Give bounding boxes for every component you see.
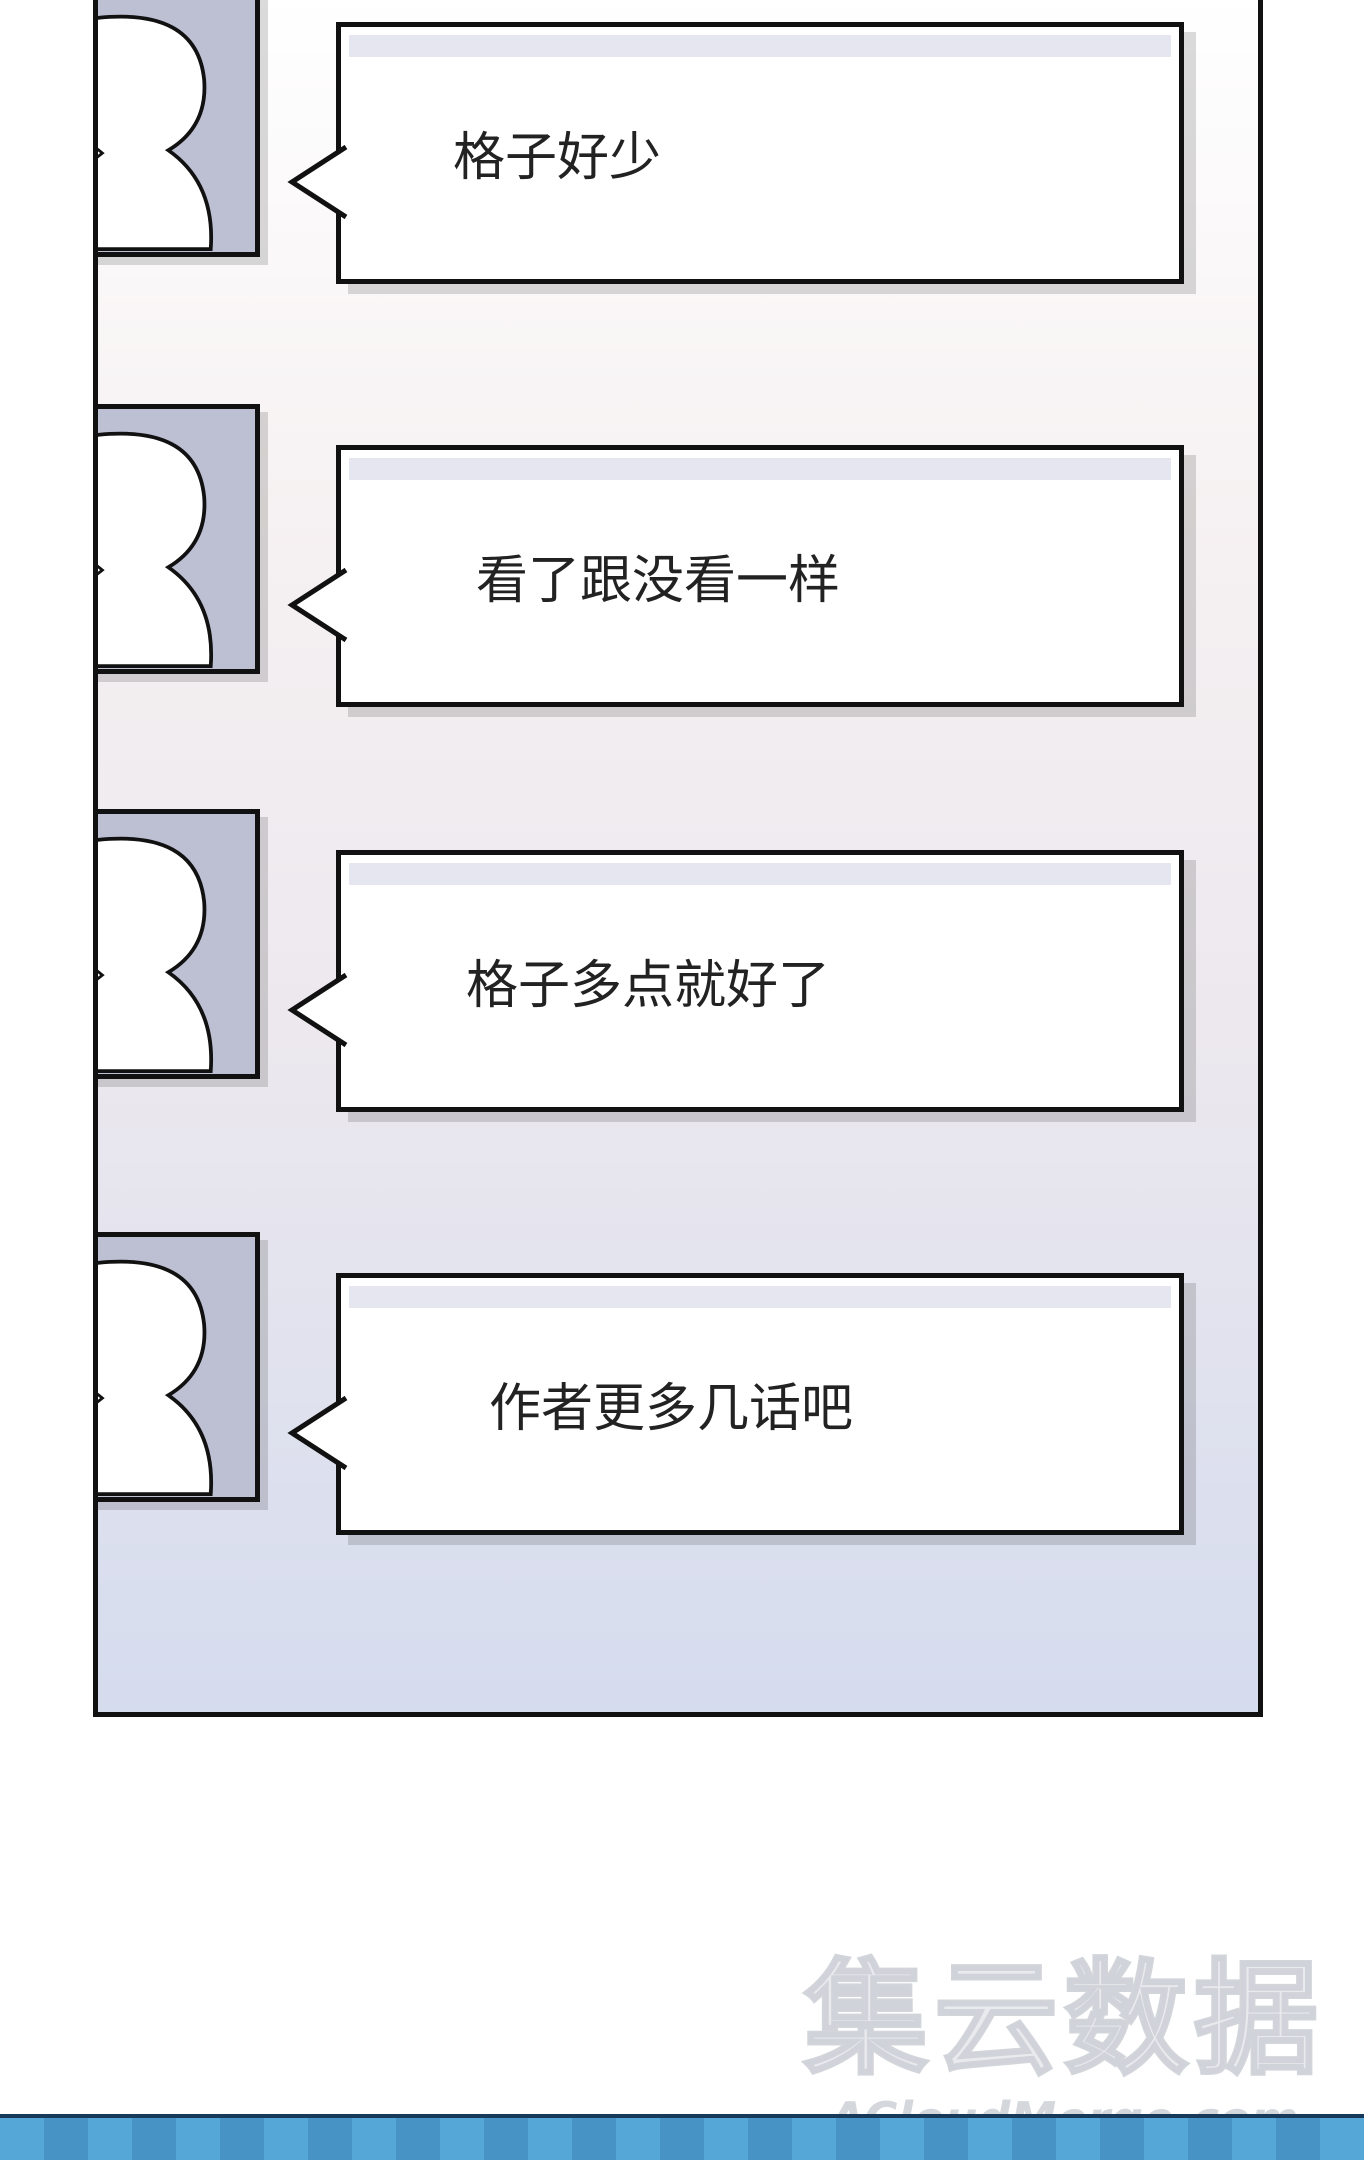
user-silhouette-icon	[98, 431, 214, 669]
avatar-placeholder	[98, 404, 260, 674]
user-silhouette-icon	[98, 836, 214, 1074]
watermark-logo: 集云数据	[802, 1948, 1324, 2092]
bubble-header-strip	[349, 35, 1171, 57]
comment-bubble: 看了跟没看一样	[287, 445, 1184, 707]
bottom-decorative-bar	[0, 2114, 1364, 2160]
bubble-header-strip	[349, 458, 1171, 480]
comment-text: 作者更多几话吧	[489, 1379, 854, 1439]
avatar-placeholder	[98, 1232, 260, 1502]
comment-text: 格子多点就好了	[466, 956, 831, 1016]
bubble-tail	[287, 144, 348, 220]
bubble-header-strip	[349, 1286, 1171, 1308]
comment-text: 看了跟没看一样	[476, 551, 841, 611]
avatar-placeholder	[98, 0, 260, 257]
bubble-tail	[287, 567, 348, 643]
bubble-tail	[287, 1395, 348, 1471]
comment-panel: 格子好少 看了跟没看一样 格子多点就好了	[93, 0, 1263, 1717]
comment-bubble: 作者更多几话吧	[287, 1273, 1184, 1535]
comment-bubble: 格子多点就好了	[287, 850, 1184, 1112]
user-silhouette-icon	[98, 1259, 214, 1497]
avatar-placeholder	[98, 809, 260, 1079]
comment-bubble: 格子好少	[287, 22, 1184, 284]
bubble-header-strip	[349, 863, 1171, 885]
bubble-tail	[287, 972, 348, 1048]
user-silhouette-icon	[98, 14, 214, 252]
comment-text: 格子好少	[453, 128, 662, 188]
